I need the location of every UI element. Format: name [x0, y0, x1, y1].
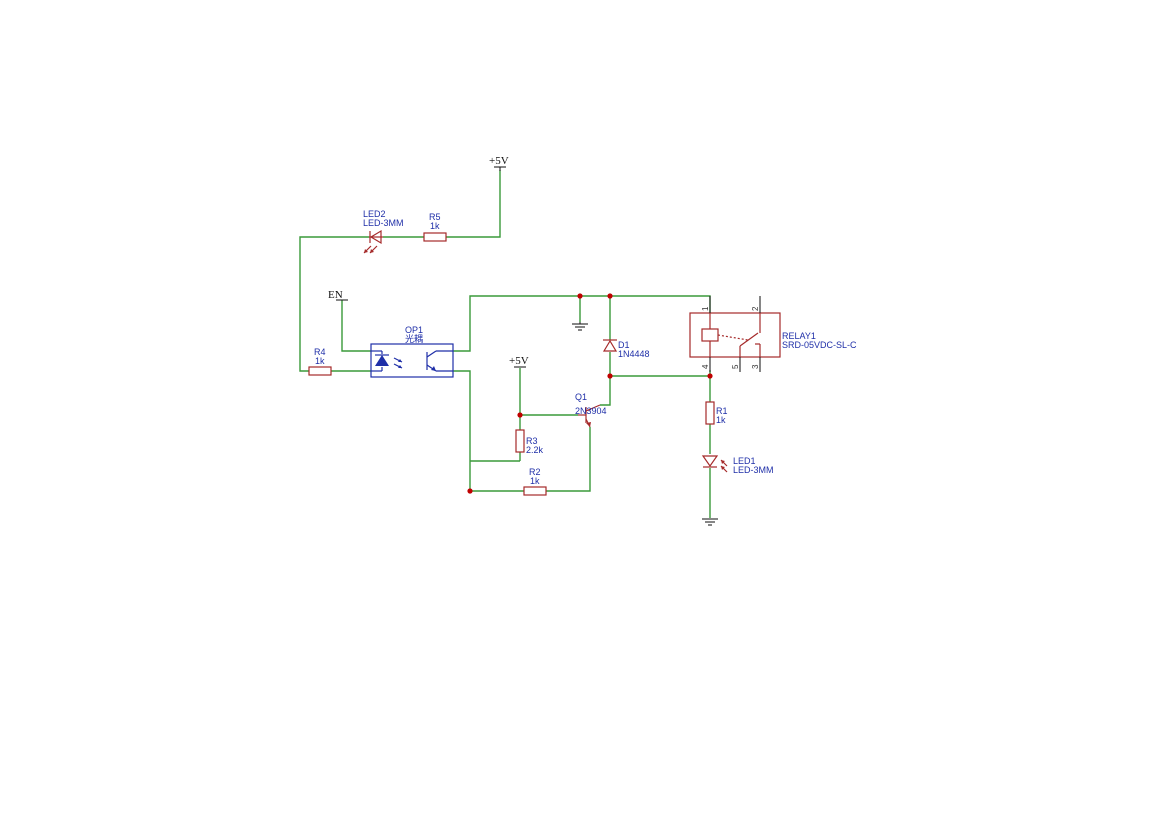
diode-d1: D1 1N4448 — [602, 339, 650, 359]
resistor-r3: R3 2.2k — [515, 429, 544, 455]
d1-ref: D1 — [618, 340, 630, 350]
junction-dot — [577, 293, 583, 299]
relay-pin-2: 2 — [751, 306, 760, 311]
relay-pin-1: 1 — [701, 306, 710, 311]
enable-net: EN — [328, 289, 348, 301]
enable-label: EN — [328, 289, 343, 301]
junctions — [467, 293, 713, 494]
ground-symbol — [702, 518, 718, 526]
resistor-r1: R1 1k — [705, 401, 728, 425]
r3-ref: R3 — [526, 436, 538, 446]
power-label-5v-top: +5V — [489, 155, 509, 167]
wire-led2-r4 — [299, 236, 369, 372]
r1-value: 1k — [716, 415, 726, 425]
led1-value: LED-3MM — [733, 465, 774, 475]
junction-dot — [467, 488, 473, 494]
d1-value: 1N4448 — [618, 349, 650, 359]
power-5v-top: +5V — [489, 155, 509, 171]
power-label-5v-mid: +5V — [509, 355, 529, 367]
r2-ref: R2 — [529, 467, 541, 477]
led1-ref: LED1 — [733, 456, 756, 466]
r1-ref: R1 — [716, 406, 728, 416]
wire-5v-r5 — [446, 170, 501, 238]
resistor-r4: R4 1k — [308, 347, 332, 376]
op1-ref: OP1 — [405, 325, 423, 335]
q1-value: 2N3904 — [575, 406, 607, 416]
wire-en-op1 — [341, 300, 371, 352]
relay-relay1: 1 2 4 5 3 RELAY1 SRD-05VDC-SL-C — [689, 296, 857, 372]
wires — [299, 170, 711, 518]
junction-dot — [607, 373, 613, 379]
junction-dot — [707, 373, 713, 379]
junction-dot — [517, 412, 523, 418]
op1-value: 光耦 — [405, 333, 423, 344]
transistor-q1: Q1 2N3904 — [575, 392, 607, 428]
relay1-ref: RELAY1 — [782, 331, 816, 341]
junction-dot — [607, 293, 613, 299]
r2-value: 1k — [530, 476, 540, 486]
led-led1: LED1 LED-3MM — [701, 455, 774, 475]
relay-pin-4: 4 — [701, 364, 710, 369]
relay-pin-5: 5 — [731, 364, 740, 369]
r3-value: 2.2k — [526, 445, 544, 455]
r5-ref: R5 — [429, 212, 441, 222]
led-led2: LED2 LED-3MM — [363, 209, 404, 254]
r5-value: 1k — [430, 221, 440, 231]
wire-r2-right — [546, 427, 591, 492]
power-5v-mid: +5V — [509, 355, 529, 368]
relay1-value: SRD-05VDC-SL-C — [782, 340, 857, 350]
resistor-r5: R5 1k — [423, 212, 447, 242]
wire-q1-collector — [600, 376, 611, 406]
led2-ref: LED2 — [363, 209, 386, 219]
relay-pin-3: 3 — [751, 364, 760, 369]
r4-ref: R4 — [314, 347, 326, 357]
r4-value: 1k — [315, 356, 325, 366]
resistor-r2: R2 1k — [523, 467, 547, 496]
wire-op1-bottom — [453, 370, 471, 491]
ground-symbol — [572, 322, 588, 331]
led2-value: LED-3MM — [363, 218, 404, 228]
optocoupler-op1: OP1 光耦 — [370, 325, 454, 378]
q1-ref: Q1 — [575, 392, 587, 402]
